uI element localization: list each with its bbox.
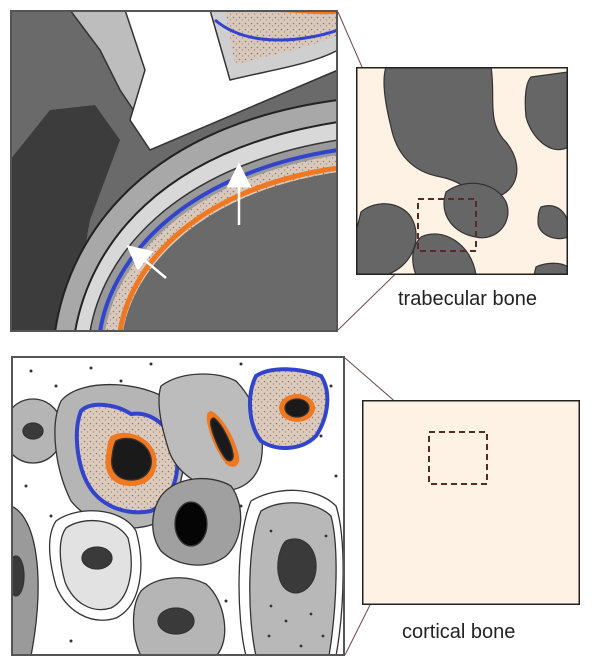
cortical-bone-label: cortical bone	[402, 621, 515, 644]
marrow-space	[534, 263, 568, 275]
haversian-canal	[82, 547, 112, 569]
haversian-canal	[285, 399, 309, 417]
haversian-canal	[158, 608, 194, 634]
haversian-canal	[175, 502, 207, 546]
trabecular-bone-label: trabecular bone	[398, 288, 537, 311]
trabecular-schematic	[356, 67, 568, 275]
cortical-detail-panel	[11, 356, 345, 656]
haversian-canal	[23, 423, 43, 439]
cortical-schematic	[362, 400, 580, 605]
haversian-canal	[278, 539, 316, 593]
